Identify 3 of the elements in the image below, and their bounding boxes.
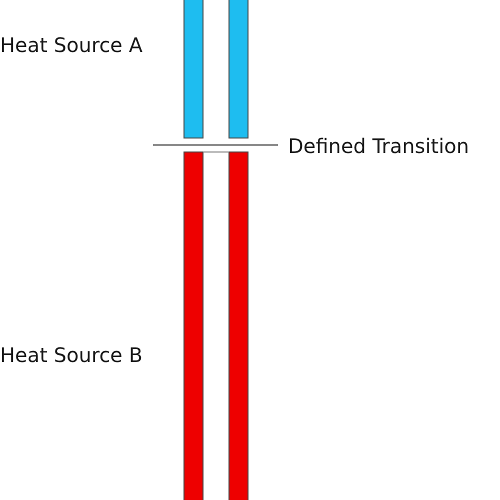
text-label: Heat Source B <box>0 343 143 367</box>
text-label: Heat Source A <box>0 33 143 57</box>
text-label: Defined Transition <box>288 134 470 158</box>
